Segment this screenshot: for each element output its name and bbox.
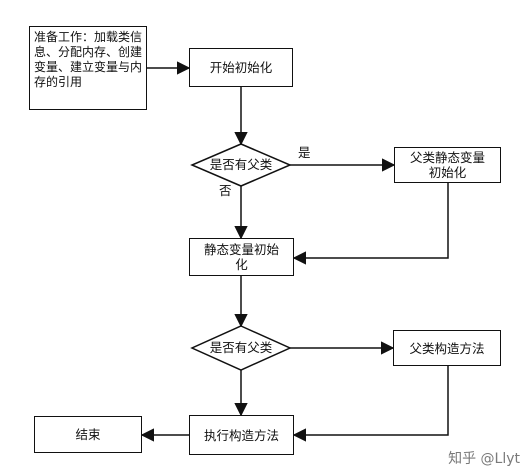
end-text: 结束 — [75, 427, 101, 442]
decision1-shape — [190, 143, 292, 187]
parent-constructor-box: 父类构造方法 — [393, 330, 501, 366]
prep-text: 准备工作：加载类信息、分配内存、创建变量、建立变量与内存的引用 — [34, 30, 143, 89]
static-init-text: 静态变量初始化 — [204, 242, 280, 272]
start-init-box: 开始初始化 — [189, 48, 293, 87]
prep-box: 准备工作：加载类信息、分配内存、创建变量、建立变量与内存的引用 — [29, 26, 147, 110]
constructor-box: 执行构造方法 — [189, 415, 294, 455]
start-init-text: 开始初始化 — [209, 60, 273, 75]
decision2-label: 是否有父类 — [209, 340, 273, 355]
parent-static-init-box: 父类静态变量初始化 — [394, 147, 501, 183]
end-box: 结束 — [34, 416, 142, 453]
parent-constructor-text: 父类构造方法 — [409, 340, 485, 356]
edge-parent-constructor-to-constructor — [292, 366, 449, 442]
edge-label-yes: 是 — [298, 145, 311, 160]
static-init-box: 静态变量初始化 — [189, 238, 294, 276]
decision2-shape — [190, 325, 292, 371]
edge-label-no: 否 — [219, 183, 232, 198]
parent-static-init-text: 父类静态变量初始化 — [409, 150, 485, 180]
watermark: 知乎 @Llyt — [448, 451, 520, 467]
constructor-text: 执行构造方法 — [203, 427, 279, 443]
edge-parent-static-to-static — [292, 182, 449, 265]
decision1-label: 是否有父类 — [209, 157, 273, 172]
